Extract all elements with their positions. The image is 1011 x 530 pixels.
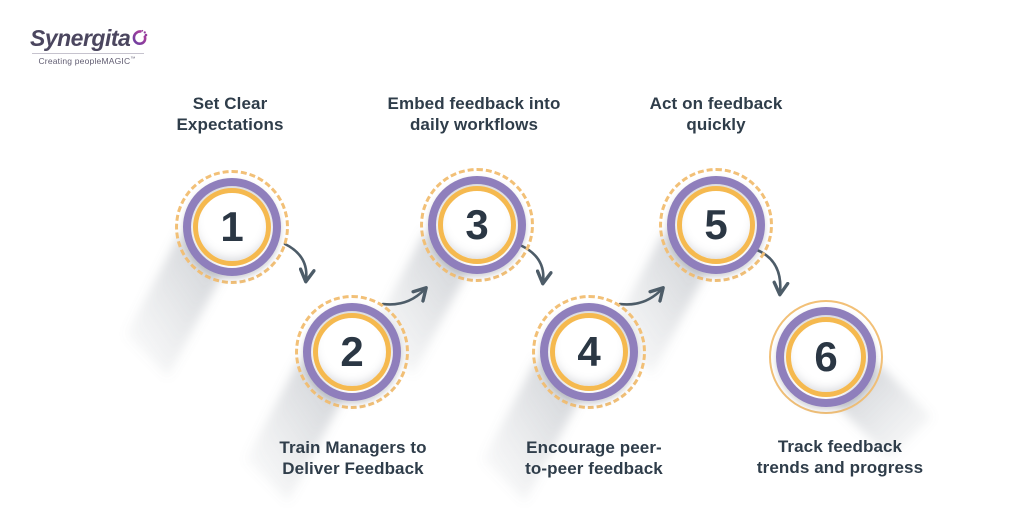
step-label-4-line-2: to-peer feedback [525, 459, 663, 478]
purple-ring [183, 178, 281, 276]
step-label-5: Act on feedback quickly [596, 93, 836, 135]
step-label-2-line-1: Train Managers to [279, 438, 427, 457]
yellow-ring [786, 317, 866, 397]
trademark-symbol: ™ [130, 56, 136, 63]
purple-ring [540, 303, 638, 401]
arrow-1-to-2 [283, 242, 316, 284]
logo-divider [32, 53, 144, 54]
step-label-6-line-1: Track feedback [777, 437, 903, 456]
step-number-6: 6 [814, 333, 838, 380]
step-label-4: Encourage peer- to-peer feedback [474, 437, 714, 479]
purple-ring [776, 307, 876, 407]
step-circle-4: 4 [532, 295, 646, 409]
step-circle-1: 1 [175, 170, 289, 284]
step-label-3-line-2: daily workflows [409, 115, 539, 134]
logo-tagline: Creating peopleMAGIC™ [30, 56, 144, 66]
step-label-1: Set Clear Expectations [110, 93, 350, 135]
synergita-logo: Synergita Creating peopleMAGIC™ [30, 22, 148, 66]
purple-ring [303, 303, 401, 401]
step-label-4-line-1: Encourage peer- [526, 438, 662, 457]
step-label-6: Track feedback trends and progress [720, 436, 960, 478]
step-circle-2: 2 [295, 295, 409, 409]
step-number-1: 1 [220, 203, 244, 250]
yellow-ring [550, 313, 628, 391]
step-number-3: 3 [465, 201, 489, 248]
purple-ring [428, 176, 526, 274]
yellow-ring [193, 188, 271, 266]
step-label-6-line-2: trends and progress [756, 458, 924, 477]
step-label-3-line-1: Embed feedback into [387, 94, 561, 113]
step-label-1-line-1: Set Clear [192, 94, 268, 113]
yellow-ring [438, 186, 516, 264]
step-number-2: 2 [340, 328, 364, 375]
logo-wordmark: Synergita [30, 25, 131, 51]
purple-ring [667, 176, 765, 274]
step-circle-6: 6 [769, 300, 883, 414]
step-label-1-line-2: Expectations [176, 115, 284, 134]
step-label-3: Embed feedback into daily workflows [354, 93, 594, 135]
logo-tagline-text: Creating peopleMAGIC [38, 56, 131, 66]
step-label-5-line-2: quickly [686, 115, 746, 134]
arrow-4-to-5 [618, 286, 665, 306]
synergita-swirl-icon [132, 29, 148, 45]
step-number-5: 5 [704, 201, 728, 248]
yellow-ring [677, 186, 755, 264]
arrow-2-to-3 [381, 286, 428, 306]
step-circle-3: 3 [420, 168, 534, 282]
step-number-4: 4 [577, 328, 601, 375]
step-label-2: Train Managers to Deliver Feedback [233, 437, 473, 479]
step-label-2-line-2: Deliver Feedback [282, 459, 424, 478]
yellow-ring [313, 313, 391, 391]
step-circle-5: 5 [659, 168, 773, 282]
step-label-5-line-1: Act on feedback [649, 94, 783, 113]
